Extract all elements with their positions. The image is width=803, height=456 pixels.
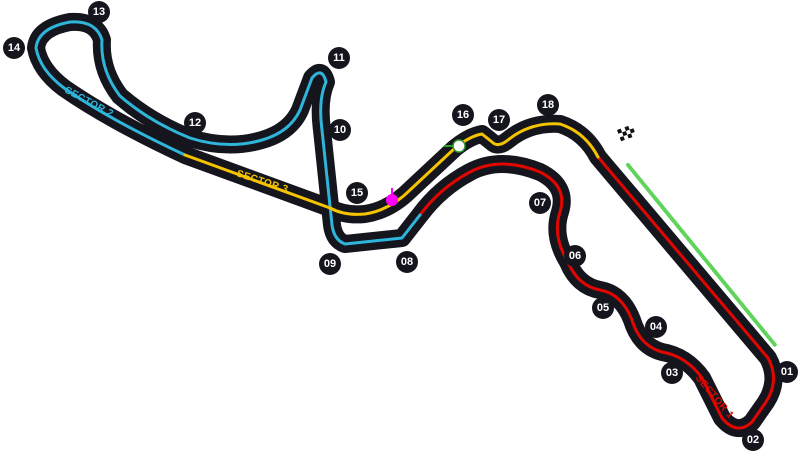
turn-17: 17 [488, 109, 510, 131]
turn-number: 09 [324, 258, 336, 270]
turn-number: 08 [401, 256, 413, 268]
turn-09: 09 [319, 253, 341, 275]
turn-number: 14 [8, 42, 21, 54]
turn-18: 18 [537, 94, 559, 116]
turn-number: 17 [493, 114, 505, 126]
turn-number: 01 [781, 366, 793, 378]
turn-number: 15 [351, 187, 363, 199]
turn-number: 13 [93, 6, 105, 18]
turn-number: 11 [333, 52, 345, 64]
turn-markers: 01 02 03 04 05 06 07 08 09 10 11 12 13 1… [3, 1, 798, 451]
sector-2-line [34, 20, 422, 246]
sector-3-line [183, 122, 600, 216]
turn-12: 12 [184, 112, 206, 134]
turn-number: 12 [189, 117, 201, 129]
turn-number: 16 [457, 109, 469, 121]
turn-number: 10 [334, 124, 346, 136]
turn-04: 04 [645, 316, 667, 338]
sector-1-line [418, 155, 775, 430]
turn-03: 03 [661, 362, 683, 384]
turn-11: 11 [328, 47, 350, 69]
turn-number: 18 [542, 99, 554, 111]
turn-number: 03 [666, 367, 678, 379]
turn-number: 05 [597, 302, 609, 314]
turn-number: 06 [569, 250, 581, 262]
turn-number: 04 [650, 321, 663, 333]
turn-13: 13 [88, 1, 110, 23]
turn-06: 06 [564, 245, 586, 267]
turn-16: 16 [452, 104, 474, 126]
turn-02: 02 [742, 429, 764, 451]
turn-08: 08 [396, 251, 418, 273]
drs-detection-marker [444, 139, 466, 153]
pit-lane [626, 163, 777, 347]
turn-01: 01 [776, 361, 798, 383]
turn-10: 10 [329, 119, 351, 141]
turn-14: 14 [3, 37, 25, 59]
turn-number: 07 [534, 197, 546, 209]
turn-07: 07 [529, 192, 551, 214]
speed-trap-marker [386, 188, 398, 206]
checkered-flag-icon [617, 124, 637, 142]
turn-number: 02 [747, 434, 759, 446]
turn-15: 15 [346, 182, 368, 204]
turn-05: 05 [592, 297, 614, 319]
